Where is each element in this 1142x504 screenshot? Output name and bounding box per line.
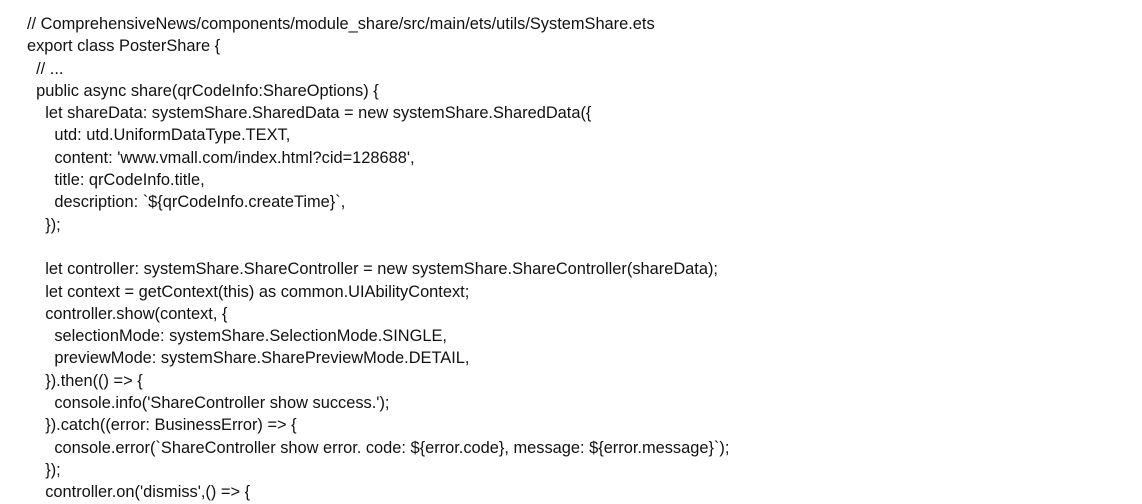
code-line: console.info('ShareController show succe… <box>27 394 390 413</box>
code-line: export class PosterShare { <box>27 37 221 56</box>
code-line: content: 'www.vmall.com/index.html?cid=1… <box>27 148 415 167</box>
code-line: }).catch((error: BusinessError) => { <box>27 416 297 435</box>
code-line: }); <box>27 215 61 234</box>
code-line: // ComprehensiveNews/components/module_s… <box>27 15 655 33</box>
code-line <box>27 236 1142 258</box>
code-line: description: `${qrCodeInfo.createTime}`, <box>27 193 346 212</box>
code-line: utd: utd.UniformDataType.TEXT, <box>27 126 291 145</box>
code-line: selectionMode: systemShare.SelectionMode… <box>27 327 447 346</box>
code-line: let controller: systemShare.ShareControl… <box>27 260 718 279</box>
code-line: let context = getContext(this) as common… <box>27 282 470 301</box>
code-line: }); <box>27 460 61 479</box>
code-line: controller.on('dismiss',() => { <box>27 483 251 502</box>
code-line: controller.show(context, { <box>27 304 228 323</box>
code-block: // ComprehensiveNews/components/module_s… <box>27 13 1142 504</box>
code-line: console.error(`ShareController show erro… <box>27 438 730 457</box>
code-line: }).then(() => { <box>27 371 143 390</box>
code-line: previewMode: systemShare.SharePreviewMod… <box>27 349 470 368</box>
code-line: // ... <box>27 59 64 78</box>
code-line: let shareData: systemShare.SharedData = … <box>27 104 592 123</box>
code-line: public async share(qrCodeInfo:ShareOptio… <box>27 81 379 100</box>
code-line: title: qrCodeInfo.title, <box>27 171 205 190</box>
